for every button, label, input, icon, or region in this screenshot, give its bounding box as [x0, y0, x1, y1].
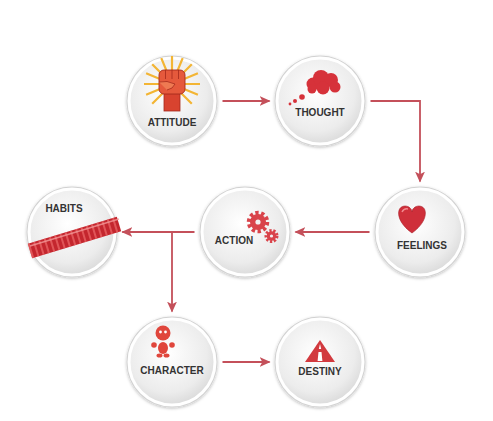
step-circle: DESTINY: [272, 314, 368, 410]
circle-face: [129, 319, 215, 405]
circle-face: [202, 189, 288, 275]
step-circle: THOUGHT: [272, 53, 368, 149]
circle-outline: [124, 53, 220, 149]
circle-outline: [24, 184, 120, 280]
circle-face: [29, 189, 115, 275]
circle-rim: [375, 187, 466, 278]
circle-face: [377, 189, 463, 275]
circle-face: [129, 58, 215, 144]
flow-arrow: [223, 100, 270, 102]
circle-face: [277, 58, 363, 144]
circle-rim: [200, 187, 291, 278]
circle-face: [277, 319, 363, 405]
step-label: THOUGHT: [295, 107, 344, 119]
step-label: ATTITUDE: [148, 117, 197, 129]
step-label: ACTION: [215, 235, 253, 247]
circle-outline: [272, 314, 368, 410]
step-label: HABITS: [45, 203, 82, 215]
flow-arrow: [223, 361, 270, 363]
circle-rim: [127, 317, 218, 408]
circle-outline: [197, 184, 293, 280]
circle-outline: [272, 53, 368, 149]
circle-outline: [372, 184, 468, 280]
circle-rim: [127, 56, 218, 147]
flow-arrow: [123, 232, 173, 312]
circle-rim: [275, 317, 366, 408]
step-label: FEELINGS: [397, 240, 447, 252]
flow-arrow: [371, 101, 421, 182]
step-label: DESTINY: [298, 366, 341, 378]
circle-rim: [27, 187, 118, 278]
circle-outline: [124, 314, 220, 410]
step-circle: ATTITUDE: [124, 53, 220, 149]
flow-arrow: [296, 231, 370, 233]
circle-rim: [275, 56, 366, 147]
step-circle: FEELINGS: [372, 184, 468, 280]
step-label: CHARACTER: [140, 365, 203, 377]
step-circle: CHARACTER: [124, 314, 220, 410]
step-circle: HABITS: [24, 184, 120, 280]
step-circle: ACTION: [197, 184, 293, 280]
